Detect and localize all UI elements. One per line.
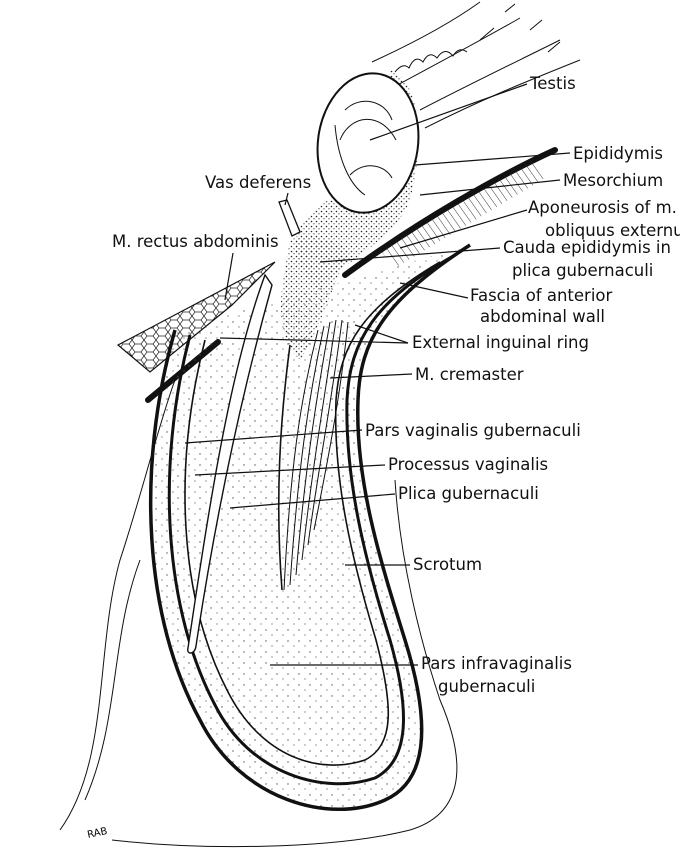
label-plica-gubernaculi: Plica gubernaculi [398, 484, 539, 503]
scrotum-body [60, 245, 470, 847]
label-external-inguinal-ring: External inguinal ring [412, 333, 589, 352]
label-infravaginalis-line1: Pars infravaginalis [421, 654, 572, 673]
label-fascia-line2: abdominal wall [480, 307, 605, 326]
vas-deferens-tube [279, 200, 300, 236]
label-vas-deferens: Vas deferens [205, 173, 311, 192]
artist-monogram: RAB [86, 826, 108, 841]
label-pars-vaginalis: Pars vaginalis gubernaculi [365, 421, 581, 440]
label-cremaster: M. cremaster [415, 365, 524, 384]
label-aponeurosis-line1: Aponeurosis of m. [528, 198, 677, 217]
label-infravaginalis-line2: gubernaculi [438, 677, 535, 696]
label-mesorchium: Mesorchium [563, 171, 663, 190]
label-scrotum: Scrotum [413, 555, 482, 574]
label-testis: Testis [529, 74, 576, 93]
leader-epididymis [415, 153, 570, 165]
label-cauda-line1: Cauda epididymis in [503, 238, 671, 257]
label-fascia-line1: Fascia of anterior [470, 286, 612, 305]
label-epididymis: Epididymis [573, 144, 663, 163]
label-cauda-line2: plica gubernaculi [512, 261, 653, 280]
label-rectus-abdominis: M. rectus abdominis [112, 232, 279, 251]
label-processus-vaginalis: Processus vaginalis [388, 455, 548, 474]
